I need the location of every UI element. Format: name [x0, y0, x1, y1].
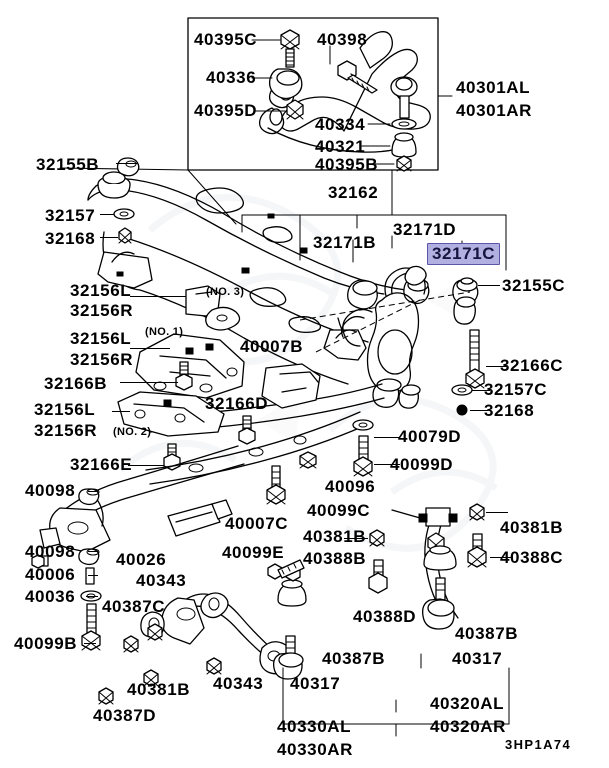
leader-line [86, 596, 98, 597]
callout-40098-bottom: 40098 [25, 542, 76, 561]
group-label-40301AR: 40301AR [456, 101, 533, 120]
callout-32166D: 32166D [205, 394, 269, 413]
leader-line [128, 465, 164, 466]
callout-40006: 40006 [25, 565, 76, 584]
leader-line [88, 551, 98, 552]
leader-line [344, 538, 368, 539]
leader-line [472, 390, 490, 391]
note-no3: (NO. 3) [206, 286, 245, 298]
callout-32156R-no2: 32156R [34, 421, 98, 440]
callout-32157C: 32157C [484, 380, 548, 399]
leader-line [100, 237, 118, 238]
callout-32156R-no3: 32156R [70, 301, 134, 320]
callout-40381B-right: 40381B [500, 518, 564, 537]
group-label-40330AR: 40330AR [277, 740, 354, 759]
group-label-40301AL: 40301AL [456, 78, 531, 97]
callout-40099B: 40099B [14, 634, 78, 653]
leader-line [112, 411, 130, 412]
callout-40099E: 40099E [222, 543, 285, 562]
callout-40099D: 40099D [390, 455, 454, 474]
group-label-40320AL: 40320AL [430, 694, 505, 713]
leader-line [120, 382, 178, 383]
callout-40007B: 40007B [240, 337, 304, 356]
callout-40388D: 40388D [353, 607, 417, 626]
callout-40317-center: 40317 [290, 674, 341, 693]
callout-40387C: 40387C [102, 597, 166, 616]
callout-40387B-center: 40387B [322, 649, 386, 668]
callout-40079D: 40079D [398, 427, 462, 446]
callout-40387D: 40387D [93, 706, 157, 725]
callout-40387B-right: 40387B [455, 624, 519, 643]
callout-32155C: 32155C [502, 276, 566, 295]
callout-40388C: 40388C [500, 548, 564, 567]
callout-40395D: 40395D [194, 101, 258, 120]
callout-40007C: 40007C [225, 514, 289, 533]
leader-line [374, 464, 400, 465]
callout-32171C-highlighted[interactable]: 32171C [427, 243, 501, 265]
leader-line [486, 512, 508, 513]
callout-40099C: 40099C [307, 501, 371, 520]
callout-40343-top: 40343 [136, 571, 187, 590]
callout-40026: 40026 [116, 550, 167, 569]
callout-40321: 40321 [315, 137, 366, 156]
leader-line [88, 491, 98, 492]
callout-40317-right: 40317 [452, 649, 503, 668]
leader-line [470, 410, 488, 411]
group-label-40330AL: 40330AL [277, 717, 352, 736]
callout-32155B: 32155B [36, 155, 100, 174]
callout-40395B: 40395B [315, 155, 379, 174]
note-no2: (NO. 2) [113, 426, 152, 438]
callout-32168-right: 32168 [484, 401, 535, 420]
callout-40096: 40096 [325, 477, 376, 496]
callout-32156L-no1: 32156L [70, 329, 132, 348]
callout-32156L-no2: 32156L [34, 400, 96, 419]
leader-line [374, 437, 400, 438]
callout-40343-arm: 40343 [213, 674, 264, 693]
leader-line [130, 348, 170, 349]
callout-40336: 40336 [206, 68, 257, 87]
leader-line [490, 557, 512, 558]
callout-40036: 40036 [25, 587, 76, 606]
leader-line [478, 285, 500, 286]
group-label-40320AR: 40320AR [430, 717, 507, 736]
leader-line [84, 643, 96, 644]
leader-line [130, 296, 186, 297]
callout-32157: 32157 [45, 206, 96, 225]
leader-line [88, 575, 98, 576]
callout-40098-top: 40098 [25, 481, 76, 500]
callout-32166C: 32166C [500, 356, 564, 375]
callout-32168: 32168 [45, 229, 96, 248]
callout-32171D: 32171D [393, 220, 457, 239]
callout-40388B: 40388B [303, 549, 367, 568]
leader-line [116, 163, 138, 164]
callout-32166B: 32166B [44, 374, 108, 393]
callout-32162: 32162 [328, 183, 379, 202]
callout-40381B-bottomleft: 40381B [127, 680, 191, 699]
callout-32171B: 32171B [313, 233, 377, 252]
leader-line [486, 366, 508, 367]
callout-40395C: 40395C [194, 30, 258, 49]
note-no1: (NO. 1) [145, 326, 184, 338]
callout-40381B-mid: 40381B [303, 527, 367, 546]
callout-40334: 40334 [315, 115, 366, 134]
leader-line [100, 214, 114, 215]
callout-32156R-no1: 32156R [70, 350, 134, 369]
callout-32166E: 32166E [70, 455, 133, 474]
callout-32156L-no3: 32156L [70, 281, 132, 300]
callout-40398: 40398 [317, 30, 368, 49]
diagram-code: 3HP1A74 [505, 737, 572, 752]
